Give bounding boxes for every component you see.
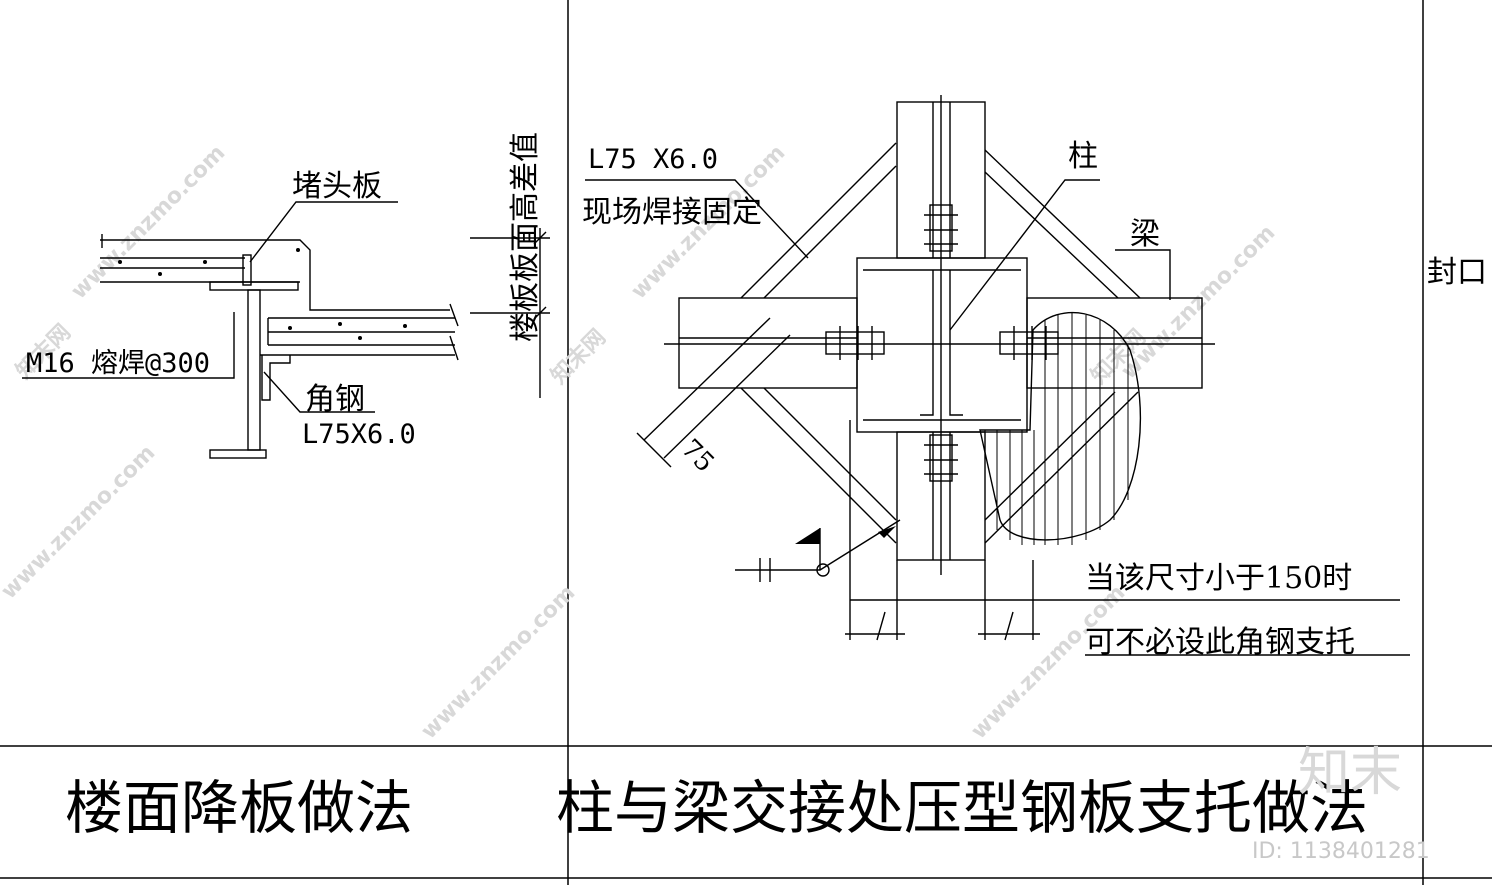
steel-beam-top-flange: [209, 281, 299, 291]
leader-angle: [585, 179, 809, 259]
end-plate: [242, 254, 252, 286]
label-stud-weld: M16 熔焊@300: [26, 348, 210, 379]
leader-end-plate: [249, 201, 398, 263]
watermark-text: www.znzmo.com: [417, 580, 581, 744]
watermark-text: www.znzmo.com: [67, 140, 231, 304]
steel-beam-bottom-flange: [209, 449, 267, 459]
label-seal: 封口: [1427, 255, 1487, 290]
bolt-group: [825, 204, 1059, 482]
label-end-plate: 堵头板: [292, 169, 382, 204]
label-site-weld: 现场焊接固定: [582, 195, 762, 230]
column-section: [856, 257, 1028, 433]
watermark-text: www.znzmo.com: [967, 580, 1131, 744]
leader-column: [949, 179, 1100, 331]
watermark-logo: 知末: [1298, 743, 1402, 803]
label-angle-size: L75X6.0: [302, 419, 416, 450]
label-angle-size: L75 X6.0: [588, 144, 718, 175]
leader-angle: [263, 371, 375, 413]
right-detail-drawing: [585, 95, 1410, 656]
angle-steel: [261, 355, 291, 401]
leader-beam: [1115, 249, 1171, 300]
label-angle-steel: 角钢: [305, 382, 365, 417]
beam-right: [1026, 297, 1203, 389]
title-floor-drop: 楼面降板做法: [65, 774, 413, 842]
leader-stud: [22, 312, 235, 379]
label-height-difference: 楼板板面高差值: [508, 132, 543, 342]
left-detail-drawing: [22, 201, 550, 459]
left-detail-labels: 堵头板 楼板板面高差值 M16 熔焊@300 角钢 L75X6.0: [26, 132, 543, 450]
right-detail-fills: [795, 526, 896, 544]
weld-flag: [795, 528, 820, 544]
watermark-brand: 知末网: [546, 324, 611, 389]
note-line-2: 可不必设此角钢支托: [1085, 625, 1355, 660]
label-beam: 梁: [1130, 217, 1160, 252]
title-column-beam-joint: 柱与梁交接处压型钢板支托做法: [556, 774, 1368, 842]
steel-beam-web: [247, 289, 261, 451]
hatched-fill-region: [979, 311, 1142, 541]
hatch-lines: [984, 312, 1129, 545]
note-line-1: 当该尺寸小于150时: [1085, 561, 1352, 596]
right-detail-labels: L75 X6.0 现场焊接固定 柱 梁 75 当该尺寸小于150时 可不必设此角…: [582, 139, 1355, 660]
watermark-id: ID: 1138401281: [1252, 839, 1430, 864]
label-column: 柱: [1068, 139, 1098, 174]
beam-left: [678, 297, 858, 389]
upper-slab-outline: [100, 239, 450, 311]
left-detail-dots: [118, 248, 407, 340]
watermark-text: www.znzmo.com: [0, 440, 160, 604]
